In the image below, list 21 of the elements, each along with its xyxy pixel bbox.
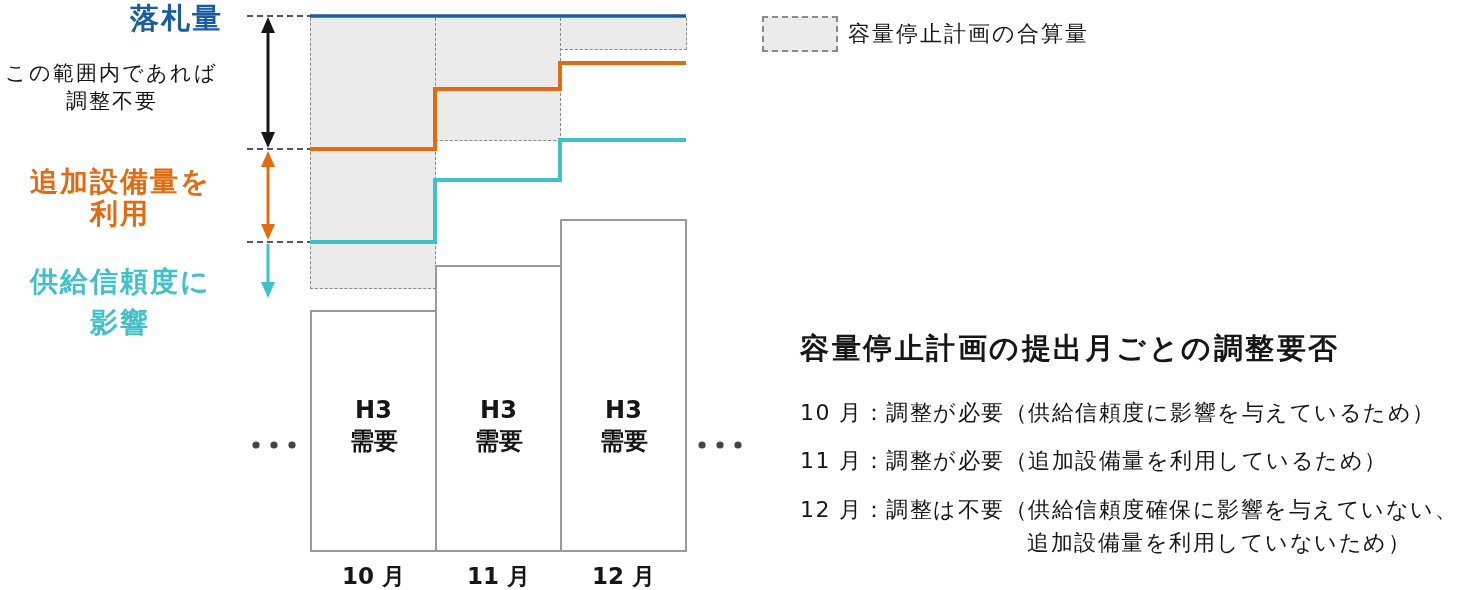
- month-label: 12 月: [591, 563, 656, 589]
- adjustment-note: 11 月：調整が必要（追加設備量を利用しているため）: [800, 447, 1388, 475]
- reliability-impact-label: 供給信頼度に影響: [28, 264, 212, 341]
- month-label: 10 月: [341, 563, 406, 589]
- bar-label: H3 需要: [473, 395, 524, 457]
- bid-volume-label: 落札量: [129, 2, 223, 34]
- outage-total-area: [435, 18, 561, 141]
- legend-label: 容量停止計画の合算量: [848, 20, 1089, 48]
- outage-total-area: [560, 18, 687, 50]
- bar-label: H3 需要: [348, 395, 399, 457]
- demand-bar: [435, 265, 562, 552]
- bar-label: H3 需要: [598, 395, 649, 457]
- demand-bar: [560, 219, 687, 552]
- demand-bar: [310, 310, 437, 552]
- section-heading: 容量停止計画の提出月ごとの調整要否: [800, 332, 1340, 364]
- range-note: この範囲内であれば調整不要: [4, 60, 219, 115]
- outage-total-area: [310, 18, 436, 289]
- additional-capacity-label: 追加設備量を利用: [28, 166, 212, 230]
- adjustment-note: 12 月：調整は不要（供給信頼度確保に影響を与えていない、追加設備量を利用していないため）: [800, 496, 1460, 557]
- month-label: 11 月: [466, 563, 531, 589]
- adjustment-note: 10 月：調整が必要（供給信頼度に影響を与えているため）: [800, 399, 1436, 427]
